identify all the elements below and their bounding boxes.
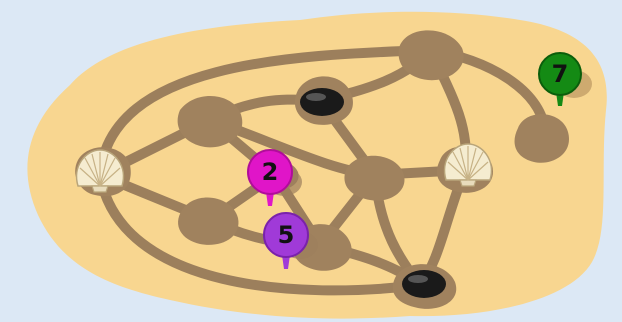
seashell-icon[interactable] [443,143,493,187]
top-right-node[interactable] [398,30,464,81]
path-outer-bottom [95,170,425,296]
upper-left-node[interactable] [177,95,243,148]
marker-2[interactable]: 2 [247,149,302,206]
center-node[interactable] [344,155,405,201]
lower-left-node[interactable] [178,197,239,245]
marker-5[interactable]: 5 [263,212,318,269]
far-right-node[interactable] [514,114,570,163]
path-outer-top [95,45,435,180]
marker-7-label: 7 [552,60,569,88]
marker-5-label: 5 [278,221,295,249]
seashell-icon[interactable] [75,149,125,193]
black-stone-icon[interactable] [402,270,446,298]
marker-7[interactable]: 7 [538,52,592,106]
black-stone-icon[interactable] [300,88,344,116]
marker-2-label: 2 [262,158,279,186]
